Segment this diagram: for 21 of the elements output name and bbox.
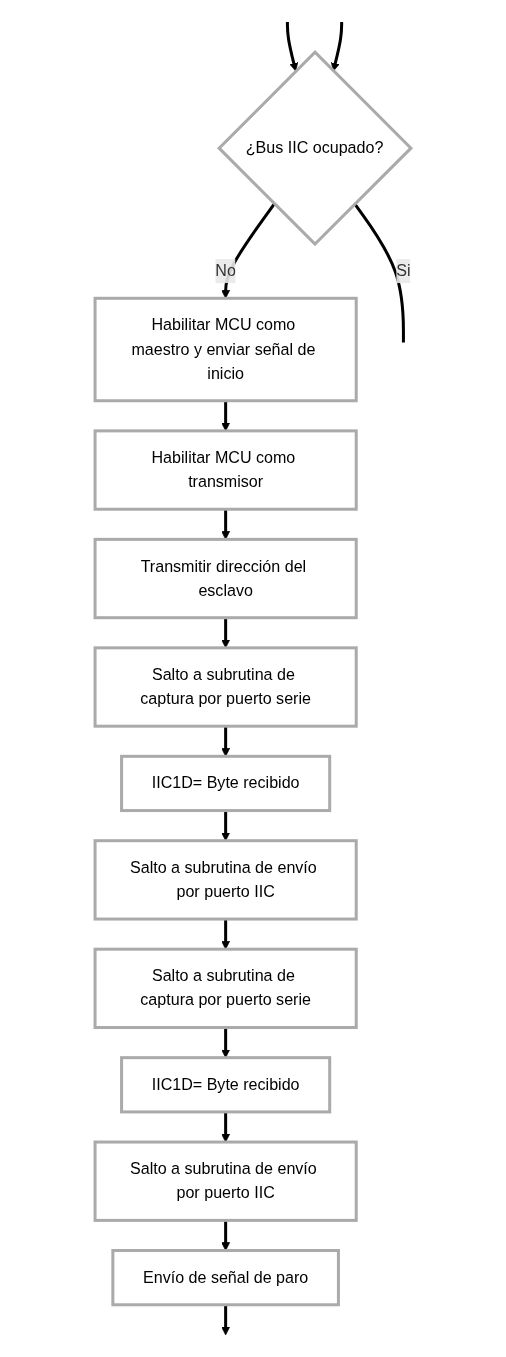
edge-label: Si — [396, 259, 411, 284]
arrow — [221, 919, 231, 950]
arrow — [221, 1304, 231, 1336]
decision-diamond: ¿Bus IIC ocupado? — [217, 50, 414, 247]
process-box: Habilitar MCU como transmisor — [93, 429, 358, 511]
process-box: Salto a subrutina de envío por puerto IIC — [93, 839, 358, 921]
process-box: IIC1D= Byte recibido — [120, 1056, 332, 1114]
arrow — [330, 22, 344, 72]
process-box: Transmitir dirección del esclavo — [93, 537, 358, 620]
arrow — [221, 1220, 231, 1251]
edge-label: No — [215, 259, 236, 284]
arrow — [221, 1111, 231, 1143]
arrow — [285, 22, 299, 72]
process-box: Habilitar MCU como maestro y enviar señal de inicio — [93, 296, 358, 403]
process-box: IIC1D= Byte recibido — [120, 754, 332, 813]
arrow — [221, 726, 231, 757]
process-box: Salto a subrutina de captura por puerto serie — [93, 947, 358, 1030]
process-box: Envío de señal de paro — [111, 1249, 340, 1307]
process-box: Salto a subrutina de envío por puerto IIC — [93, 1140, 358, 1222]
process-box: Salto a subrutina de captura por puerto serie — [93, 646, 358, 728]
arrow — [221, 509, 231, 540]
